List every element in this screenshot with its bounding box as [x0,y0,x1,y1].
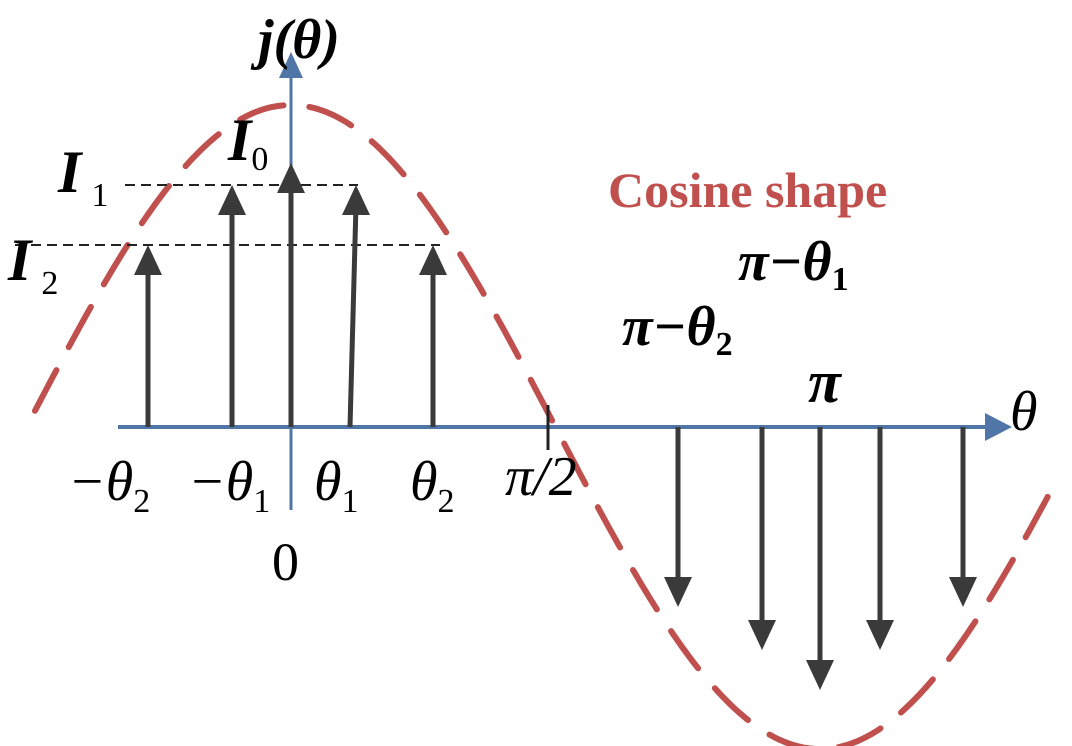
x-axis-label: θ [1010,381,1038,443]
arrow-pi-plus-theta2-head-icon [949,577,977,607]
arrow-neg-theta1-head-icon [218,185,246,215]
origin-label: 0 [272,532,299,592]
theta1-label: θ1 [314,451,359,520]
x-axis [118,413,1012,441]
half-pi-label: π/2 [505,446,577,508]
arrow-theta2-head-icon [419,245,447,275]
pi-minus-theta2-label: π−θ2 [622,296,733,363]
arrow-neg-theta2-head-icon [134,245,162,275]
arrow-theta1-head-icon [342,185,370,215]
pi-minus-theta1-label: π−θ1 [738,231,849,298]
arrow-pi-plus-theta1-head-icon [866,620,894,650]
theta2-label: θ2 [410,451,455,520]
current-arrows [134,163,977,690]
arrow-pi-minus-theta2-head-icon [664,577,692,607]
arrow-zero-head-icon [277,163,305,193]
pi-label: π [808,349,843,415]
neg-theta2-label: −θ2 [68,451,150,520]
neg-theta1-label: −θ1 [188,451,270,520]
x-axis-arrowhead-icon [985,413,1012,441]
arrow-pi-head-icon [806,660,834,690]
I0-label: I0 [227,107,268,178]
y-axis-arrowhead-icon [279,52,303,78]
curve-label: Cosine shape [608,162,887,218]
y-axis-label: j(θ) [250,9,340,71]
arrow-pi-minus-theta1-head-icon [748,620,776,650]
arrow-theta1 [347,204,359,428]
